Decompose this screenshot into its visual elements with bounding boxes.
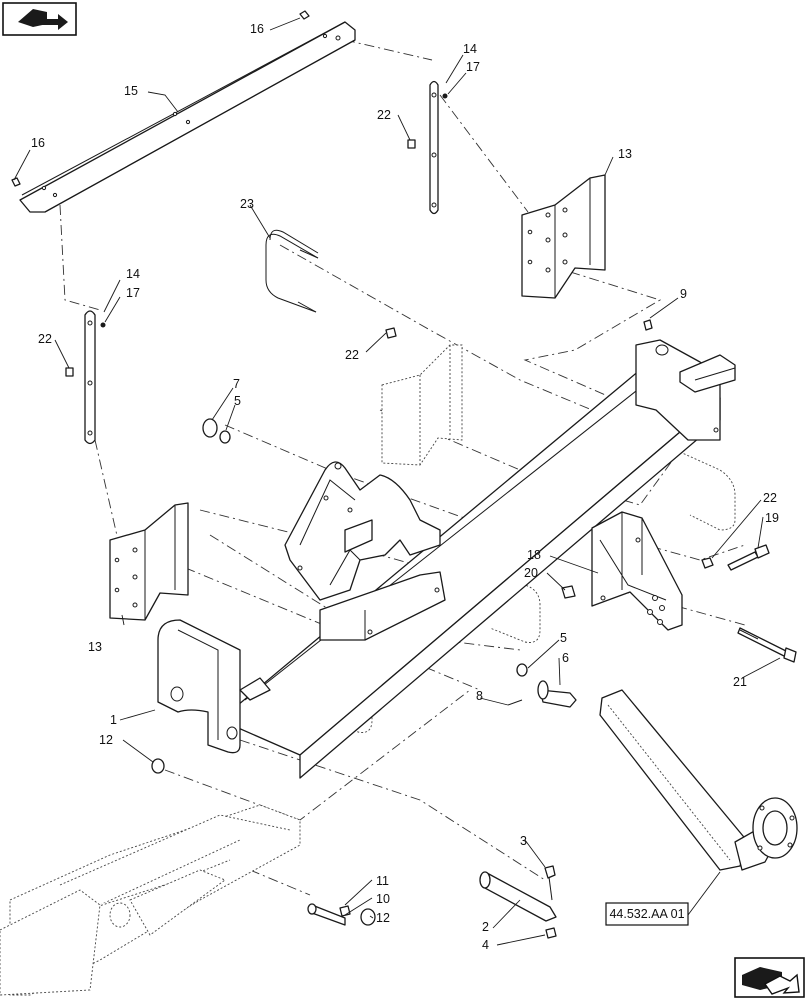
leader-lines (13, 17, 781, 946)
part-21-bolt (737, 627, 797, 663)
callout-17: 17 (466, 60, 480, 74)
part-15-top-bar (19, 21, 356, 213)
callout-8: 8 (476, 689, 483, 703)
part-10-pin (307, 903, 351, 926)
callout-12: 12 (376, 911, 390, 925)
callout-22: 22 (38, 332, 52, 346)
nav-back-icon[interactable] (2, 2, 77, 36)
small-hardware (151, 319, 714, 926)
part-19-bolt (727, 544, 770, 571)
callout-9: 9 (680, 287, 687, 301)
callout-16: 16 (250, 22, 264, 36)
callout-labels: 16 16 15 14 17 22 13 23 14 17 22 9 22 7 … (31, 22, 779, 952)
nav-forward-icon[interactable] (734, 957, 805, 998)
callout-6: 6 (562, 651, 569, 665)
reference-link[interactable]: 44.532.AA 01 (605, 902, 689, 926)
callout-3: 3 (520, 834, 527, 848)
part-3-bolt (544, 865, 557, 939)
callout-11: 11 (376, 874, 389, 888)
callout-5: 5 (234, 394, 241, 408)
callout-14: 14 (463, 42, 477, 56)
callout-22: 22 (345, 348, 359, 362)
part-14-strap-upper (407, 80, 448, 215)
part-23-u-bolt (265, 229, 319, 313)
callout-12: 12 (99, 733, 113, 747)
callout-16: 16 (31, 136, 45, 150)
spindle-axle (599, 689, 798, 871)
callout-22: 22 (763, 491, 777, 505)
callout-19: 19 (765, 511, 779, 525)
callout-7: 7 (233, 377, 240, 391)
part-18-bracket (591, 511, 683, 631)
callout-22: 22 (377, 108, 391, 122)
callout-4: 4 (482, 938, 489, 952)
callout-1: 1 (110, 713, 117, 727)
callout-10: 10 (376, 892, 390, 906)
part-14-strap-left (65, 310, 106, 445)
callout-13: 13 (88, 640, 102, 654)
callout-13: 13 (618, 147, 632, 161)
hitch-drawbar-ghost (0, 804, 301, 996)
part-1-main-beam (157, 339, 736, 779)
callout-21: 21 (733, 675, 747, 689)
callout-23: 23 (240, 197, 254, 211)
callout-2: 2 (482, 920, 489, 934)
reference-label: 44.532.AA 01 (609, 907, 684, 921)
callout-5: 5 (560, 631, 567, 645)
bracket-ghost (381, 344, 463, 466)
part-2-pin (479, 871, 557, 922)
callout-20: 20 (524, 566, 538, 580)
part-16-bolts (11, 10, 310, 187)
callout-15: 15 (124, 84, 138, 98)
callout-14: 14 (126, 267, 140, 281)
part-6-pin (507, 680, 577, 708)
callout-17: 17 (126, 286, 140, 300)
callout-18: 18 (527, 548, 541, 562)
part-13-bracket-upper (521, 174, 606, 299)
part-13-bracket-lower (109, 502, 189, 621)
